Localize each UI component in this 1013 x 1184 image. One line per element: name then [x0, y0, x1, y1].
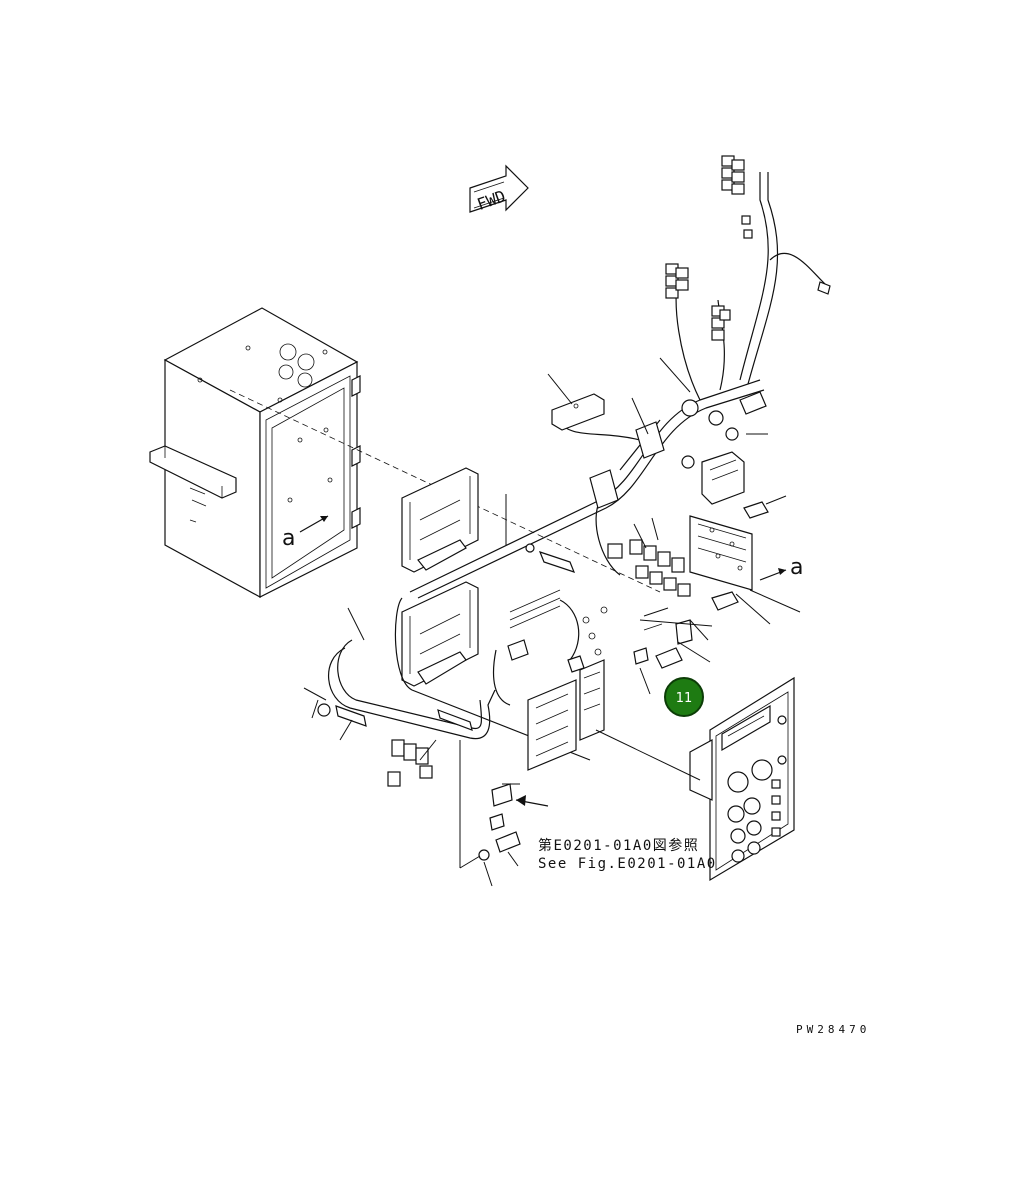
clamp-parts — [681, 391, 767, 469]
leader-lines — [303, 357, 801, 887]
fwd-arrow: FWD — [469, 164, 529, 214]
fuse-box-center — [527, 659, 605, 771]
control-panel — [689, 676, 795, 882]
relay-bracket-upper — [401, 467, 479, 573]
relay-bracket-lower — [401, 581, 479, 687]
callout-11-label[interactable]: 11 — [676, 691, 693, 706]
connector-lower — [489, 783, 549, 831]
callout-11[interactable]: 11 — [664, 677, 704, 717]
drawing-code: PW28470 — [796, 1023, 870, 1036]
mounting-bracket-upper — [551, 393, 605, 431]
bolts — [317, 501, 769, 861]
guide-line-dashed — [229, 389, 661, 593]
view-marker-left: a — [282, 526, 295, 551]
reference-note-jp: 第E0201-01A0図参照 — [538, 837, 699, 854]
reference-note-en: See Fig.E0201-01A0 — [538, 856, 717, 872]
wire-terminals — [507, 589, 608, 673]
small-bracket — [633, 619, 693, 665]
connectors-top — [665, 155, 831, 341]
callout-11-circle[interactable] — [664, 677, 704, 717]
view-marker-right: a — [790, 555, 803, 580]
electrical-box: a — [149, 307, 361, 599]
relay-block — [629, 539, 691, 597]
circuit-board: a — [689, 515, 803, 591]
relay-unit — [701, 451, 745, 505]
terminal-block-left — [387, 739, 433, 787]
